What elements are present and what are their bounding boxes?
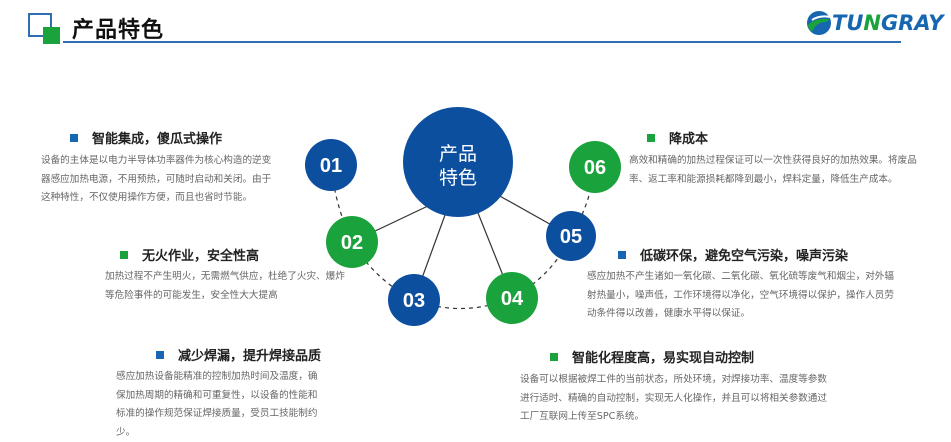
center-label-1: 产品 bbox=[439, 143, 477, 165]
svg-text:06: 06 bbox=[584, 157, 606, 179]
svg-text:04: 04 bbox=[501, 288, 524, 310]
svg-text:01: 01 bbox=[320, 155, 342, 177]
logo-text: TUNGRAY bbox=[832, 11, 944, 35]
center-label-2: 特色 bbox=[439, 167, 477, 189]
tungray-logo: TUNGRAY bbox=[806, 10, 943, 36]
svg-text:05: 05 bbox=[560, 226, 582, 248]
feature-5-desc: 感应加热不产生诸如一氧化碳、二氧化碳、氧化硫等废气和烟尘，对外辐射热量小，噪声低… bbox=[587, 271, 894, 319]
feature-2-desc: 加热过程不产生明火，无需燃气供应，杜绝了火灾、爆炸等危险事件的可能发生，安全性大… bbox=[105, 271, 345, 301]
node-06: 06 bbox=[569, 141, 621, 193]
bullet-icon bbox=[550, 352, 558, 361]
bullet-icon bbox=[120, 250, 128, 259]
title-deco-fill bbox=[43, 27, 60, 44]
feature-1-title: 智能集成，傻瓜式操作 bbox=[70, 128, 222, 147]
feature-3-desc: 感应加热设备能精准的控制加热时间及温度，确保加热周期的精确和可重复性，以设备的性… bbox=[116, 371, 318, 438]
feature-1-desc: 设备的主体是以电力半导体功率器件为核心构造的逆变器感应加热电源，不用预热，可随时… bbox=[41, 155, 272, 203]
feature-5-title: 低碳环保，避免空气污染，噪声污染 bbox=[618, 245, 848, 264]
title-underline bbox=[63, 41, 901, 43]
node-01: 01 bbox=[305, 139, 357, 191]
feature-6-desc: 高效和精确的加热过程保证可以一次性获得良好的加热效果。将废品率、返工率和能源损耗… bbox=[629, 155, 917, 185]
svg-text:02: 02 bbox=[341, 232, 363, 254]
bullet-icon bbox=[618, 250, 626, 259]
center-circle bbox=[403, 107, 513, 217]
node-03: 03 bbox=[388, 274, 440, 326]
node-02: 02 bbox=[326, 216, 378, 268]
node-05: 05 bbox=[546, 211, 596, 261]
feature-4-title: 智能化程度高，易实现自动控制 bbox=[550, 347, 754, 366]
feature-4-desc: 设备可以根据被焊工件的当前状态，所处环境，对焊接功率、温度等参数进行适时、精确的… bbox=[520, 374, 827, 422]
feature-3-title: 减少焊漏，提升焊接品质 bbox=[156, 345, 321, 364]
feature-2-title: 无火作业，安全性高 bbox=[120, 245, 259, 264]
svg-text:03: 03 bbox=[403, 290, 425, 312]
feature-6-title: 降成本 bbox=[647, 128, 708, 147]
bullet-icon bbox=[647, 133, 655, 142]
title-deco-outline bbox=[28, 13, 52, 37]
bullet-icon bbox=[156, 350, 164, 359]
node-04: 04 bbox=[486, 272, 538, 324]
logo-globe-icon bbox=[807, 11, 831, 35]
page-title: 产品特色 bbox=[72, 18, 165, 43]
bullet-icon bbox=[70, 133, 78, 142]
